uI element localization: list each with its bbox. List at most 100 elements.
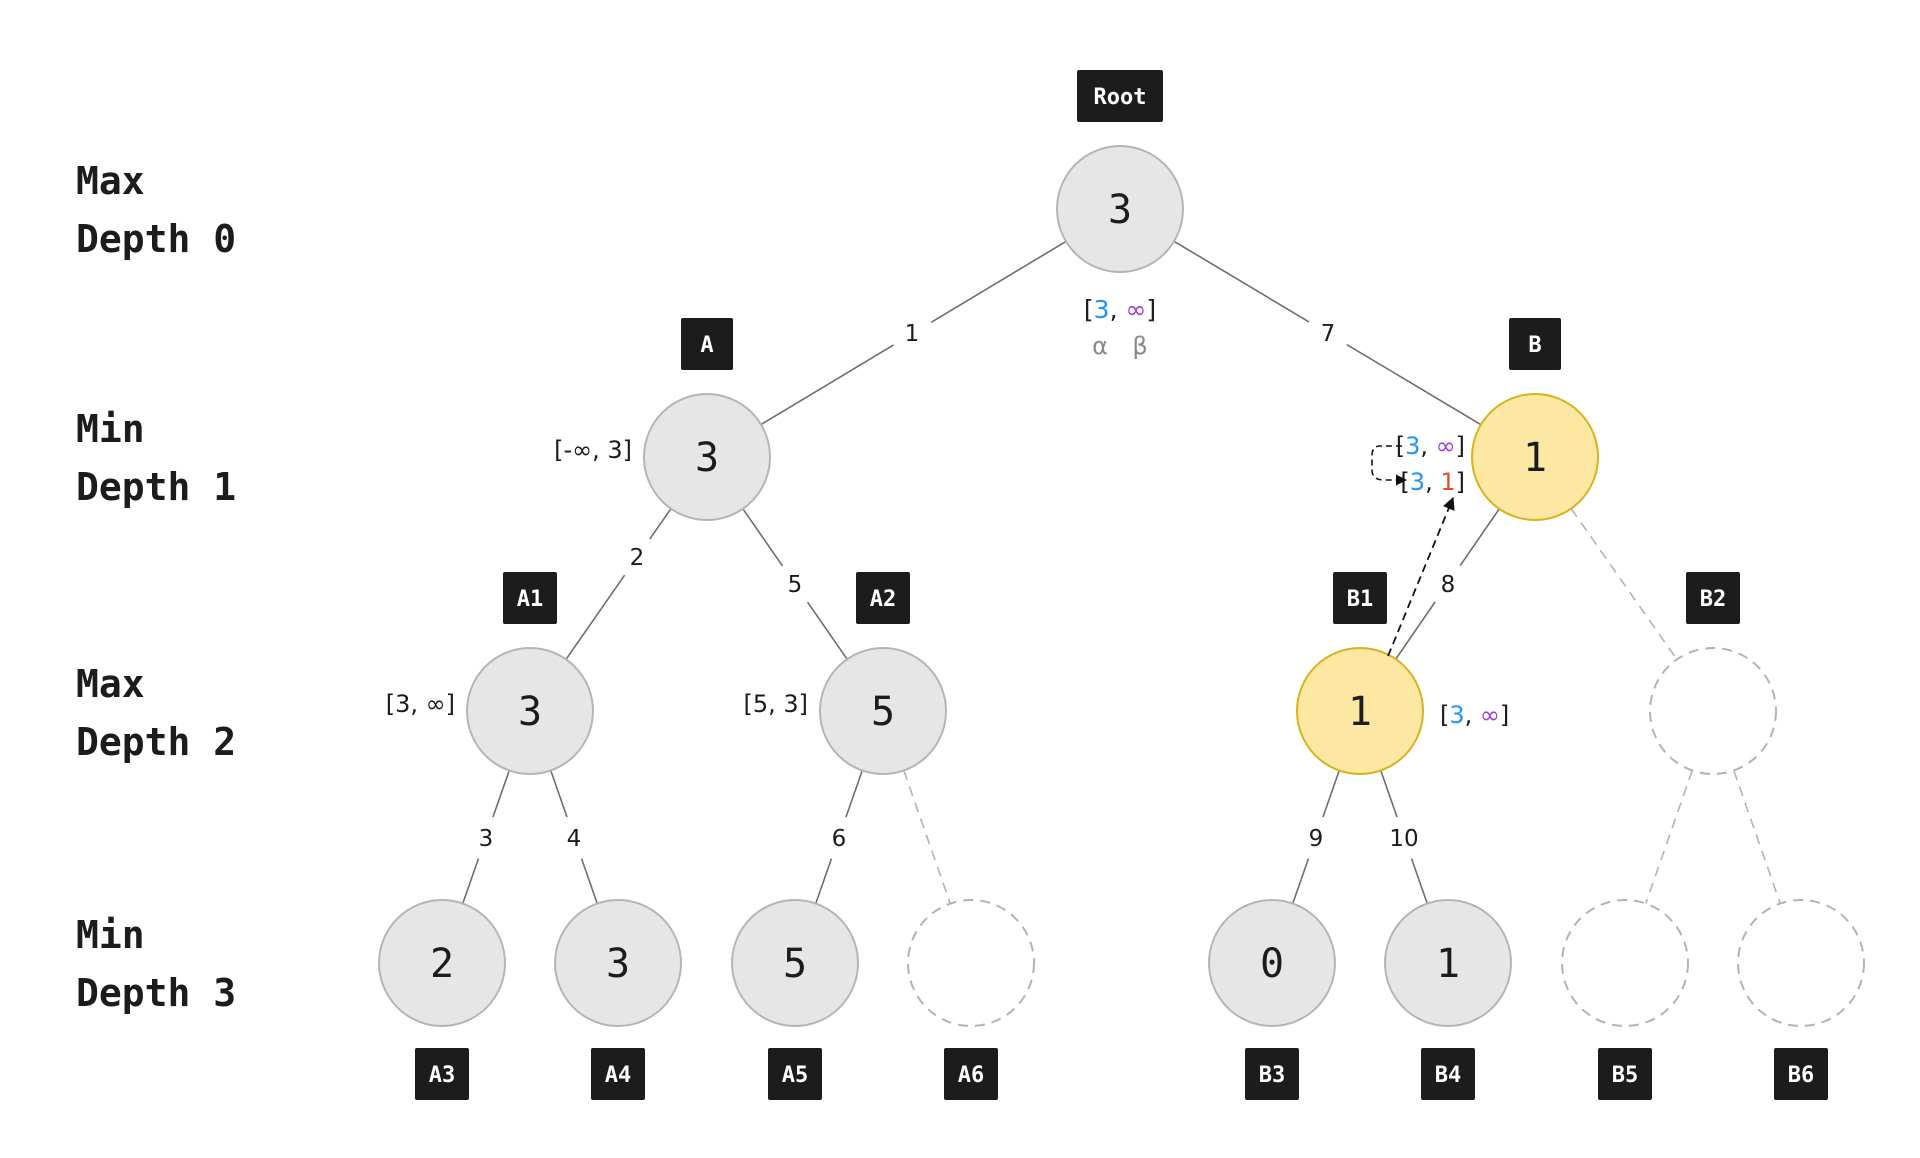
tree-node-b1: 1B1 xyxy=(1296,572,1424,775)
edge-label: 1 xyxy=(905,321,920,347)
node-circle xyxy=(1737,899,1865,1027)
node-value: 3 xyxy=(606,941,630,987)
beta-updated-value: 1 xyxy=(1440,468,1455,496)
tree-node-a3: 2A3 xyxy=(378,899,506,1100)
svg-text:[3, ∞]: [3, ∞] xyxy=(1440,701,1509,729)
node-tag-badge xyxy=(1245,1048,1299,1100)
tree-edge-B2-B6 xyxy=(1733,770,1781,904)
b1-bound: [3, ∞] xyxy=(1440,701,1509,729)
node-tag-label: Root xyxy=(1094,85,1147,110)
node-circle xyxy=(1649,647,1777,775)
node-tag-label: B xyxy=(1528,333,1541,358)
edge-label: 8 xyxy=(1441,572,1456,598)
tree-node-b6: B6 xyxy=(1737,899,1865,1100)
node-value: 3 xyxy=(518,689,542,735)
node-circle xyxy=(907,899,1035,1027)
node-value: 2 xyxy=(430,941,454,987)
node-tag-label: A5 xyxy=(782,1063,809,1088)
separator: , xyxy=(1425,468,1440,496)
node-circle xyxy=(1561,899,1689,1027)
tree-edge-A2-A5 xyxy=(845,770,863,818)
node-value: 0 xyxy=(1260,941,1284,987)
level-role: Min xyxy=(76,407,145,451)
tree-edge-B-B1 xyxy=(1459,508,1500,567)
node-circle xyxy=(1208,899,1336,1027)
node-tag-badge xyxy=(856,572,910,624)
node-tag-badge xyxy=(1598,1048,1652,1100)
tree-edge-A1-A3 xyxy=(492,770,510,818)
tree-node-b2: B2 xyxy=(1649,572,1777,775)
alpha-value: 3 xyxy=(1094,295,1110,324)
tree-node-a: 3A[-∞, 3] xyxy=(554,318,771,521)
bracket-open: [ xyxy=(1400,468,1409,496)
tree-edge-B1-B4 xyxy=(1380,770,1398,818)
node-circle xyxy=(819,647,947,775)
node-tag-label: B4 xyxy=(1435,1063,1462,1088)
node-circle xyxy=(378,899,506,1027)
depth-label-3: Min Depth 3 xyxy=(76,906,236,1022)
bracket-open: [ xyxy=(1084,295,1094,324)
root-bound: [3, ∞] α β xyxy=(1084,295,1156,360)
tree-edge-A1-A4 xyxy=(580,858,598,904)
tree-node-b5: B5 xyxy=(1561,899,1689,1100)
node-tag-badge xyxy=(768,1048,822,1100)
node-tag-label: A6 xyxy=(958,1063,985,1088)
tree-edge-Root-A xyxy=(930,240,1067,324)
node-tag-badge xyxy=(1509,318,1561,370)
tree-node-b4: 1B4 xyxy=(1384,899,1512,1100)
bracket-open: [ xyxy=(1440,701,1449,729)
separator: , xyxy=(1420,432,1435,460)
node-circle xyxy=(1384,899,1512,1027)
alpha-value: 3 xyxy=(1405,432,1420,460)
tree-edge-Root-B xyxy=(1173,240,1310,323)
node-tag-badge xyxy=(1077,70,1163,122)
node-tag-badge xyxy=(591,1048,645,1100)
tree-edge-B1-B3 xyxy=(1322,770,1340,818)
level-depth: Depth 2 xyxy=(76,720,237,764)
node-tag-badge xyxy=(1333,572,1387,624)
level-depth: Depth 0 xyxy=(76,217,237,261)
b-bound-old: [3, ∞] xyxy=(1396,432,1465,460)
node-tag-label: A xyxy=(700,333,713,358)
edge-label: 2 xyxy=(630,545,645,571)
node-tag-label: B5 xyxy=(1612,1063,1639,1088)
node-value: 1 xyxy=(1436,941,1460,987)
tree-node-a4: 3A4 xyxy=(554,899,682,1100)
tree-edge-B2-B5 xyxy=(1645,770,1693,904)
b-bound-new: [3, 1] xyxy=(1400,468,1465,496)
bracket-close: ] xyxy=(1456,432,1465,460)
beta-symbol: β xyxy=(1132,332,1147,360)
node-bound: [5, 3] xyxy=(743,690,808,718)
tree-edge-Root-B xyxy=(1346,343,1482,426)
b-bound-update: [3, ∞] [3, 1] xyxy=(1371,432,1465,657)
tree-edge-B-B1 xyxy=(1395,601,1436,660)
edge-label: 7 xyxy=(1321,321,1336,347)
tree-node-root: 3 Root xyxy=(1056,70,1184,273)
level-role: Max xyxy=(76,662,145,706)
node-tag-badge xyxy=(1686,572,1740,624)
depth-label-2: Max Depth 2 xyxy=(76,655,236,771)
value-propagation-arrow xyxy=(1387,496,1455,657)
node-value: 5 xyxy=(783,941,807,987)
edge-label: 6 xyxy=(832,826,847,852)
tree-node-a6: A6 xyxy=(907,899,1035,1100)
node-circle xyxy=(554,899,682,1027)
svg-text:[3, ∞]: [3, ∞] xyxy=(1084,295,1156,324)
tree-edge-A1-A4 xyxy=(550,770,568,818)
node-tag-badge xyxy=(1774,1048,1828,1100)
level-role: Min xyxy=(76,913,145,957)
node-circle xyxy=(1296,647,1424,775)
node-value: 3 xyxy=(1108,187,1132,233)
node-value: 1 xyxy=(1348,689,1372,735)
node-tag-label: A4 xyxy=(605,1063,632,1088)
alpha-value: 3 xyxy=(1410,468,1425,496)
tree-edge-B1-B4 xyxy=(1410,858,1428,904)
node-value: 5 xyxy=(871,689,895,735)
bracket-close: ] xyxy=(1146,295,1156,324)
level-role: Max xyxy=(76,159,145,203)
tree-node-a2: 5A2[5, 3] xyxy=(743,572,947,775)
node-circle xyxy=(643,393,771,521)
node-tag-label: B2 xyxy=(1700,587,1727,612)
bracket-close: ] xyxy=(1500,701,1509,729)
